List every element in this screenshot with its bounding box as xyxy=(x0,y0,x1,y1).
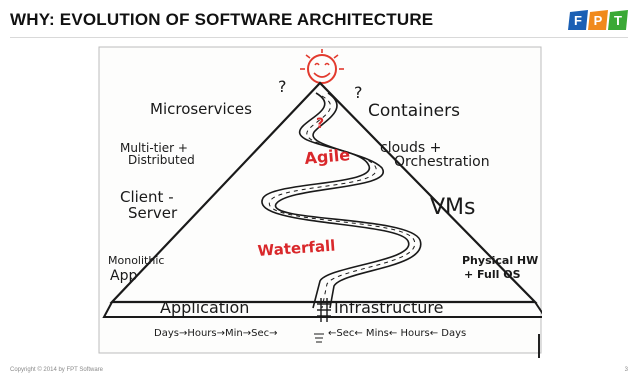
label-app: App xyxy=(110,268,137,284)
question-mark: ? xyxy=(316,116,324,132)
timeline-center-mark xyxy=(314,333,324,343)
label-application: Application xyxy=(160,298,249,317)
label-client: Client - xyxy=(120,188,174,206)
svg-text:T: T xyxy=(614,13,622,28)
waterfall-label: Waterfall xyxy=(257,237,336,260)
question-mark: ? xyxy=(354,83,363,102)
logo-tile-f: F xyxy=(568,10,588,30)
label-server: Server xyxy=(128,204,178,222)
svg-text:F: F xyxy=(574,13,582,28)
title-divider xyxy=(10,37,628,38)
page-number: 3 xyxy=(624,367,628,373)
label-monolithic: Monolithic xyxy=(108,254,164,267)
label-full-os: + Full OS xyxy=(464,268,521,281)
fpt-logo: F P T xyxy=(568,10,628,30)
label-physical-hw: Physical HW xyxy=(462,254,538,267)
timeline-right: ←Sec← Mins← Hours← Days xyxy=(328,328,466,339)
pyramid-base xyxy=(102,301,542,318)
label-microservices: Microservices xyxy=(150,100,252,118)
label-containers: Containers xyxy=(368,101,460,121)
sun-icon xyxy=(300,49,344,84)
label-multi-tier: Multi-tier + xyxy=(120,141,188,155)
label-distributed: Distributed xyxy=(128,153,195,167)
label-clouds: clouds + xyxy=(380,140,441,156)
logo-tile-t: T xyxy=(608,10,628,30)
label-orchestration: Orchestration xyxy=(394,154,490,170)
ladder-divider xyxy=(317,298,331,322)
agile-label: Agile xyxy=(304,145,351,168)
architecture-pyramid-diagram: ? ? ? Agile Waterfall Microservices Mult… xyxy=(98,46,542,358)
question-mark: ? xyxy=(278,77,287,96)
svg-text:P: P xyxy=(594,13,603,28)
winding-road xyxy=(261,92,422,309)
copyright-footer: Copyright © 2014 by FPT Software xyxy=(10,367,104,373)
timeline-left: Days→Hours→Min→Sec→ xyxy=(154,328,278,339)
slide-title: WHY: EVOLUTION OF SOFTWARE ARCHITECTURE xyxy=(10,10,434,29)
label-vms: VMs xyxy=(430,195,476,220)
logo-tile-p: P xyxy=(588,10,608,30)
label-infrastructure: Infrastructure xyxy=(334,298,443,317)
